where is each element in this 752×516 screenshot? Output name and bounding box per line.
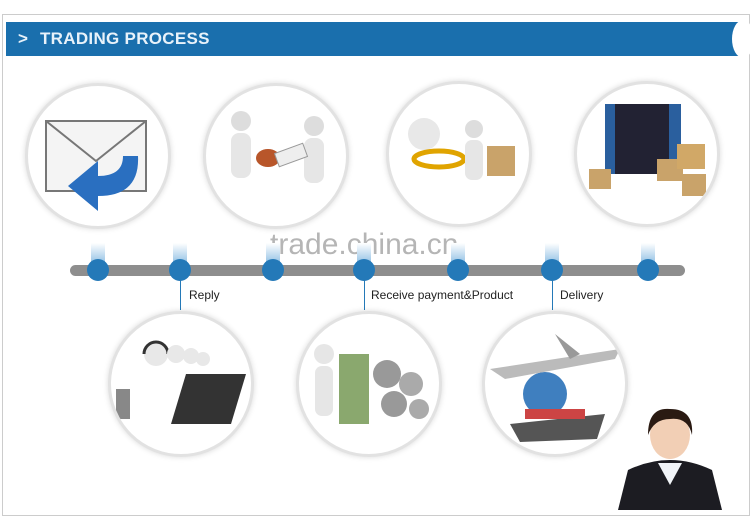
timeline-dot bbox=[353, 259, 375, 281]
timeline-bar bbox=[70, 265, 685, 276]
step-label-reply: Reply bbox=[189, 288, 220, 302]
section-header: > TRADING PROCESS bbox=[6, 20, 752, 58]
step-label-delivery: Delivery bbox=[560, 288, 604, 302]
timeline-dot bbox=[541, 259, 563, 281]
connector-line bbox=[364, 276, 365, 310]
connector-line bbox=[552, 276, 553, 310]
call-center-icon bbox=[108, 311, 254, 457]
handshake-contract-icon bbox=[203, 83, 349, 229]
timeline-dot bbox=[169, 259, 191, 281]
container-warehouse-icon bbox=[574, 81, 720, 227]
connector-line bbox=[180, 276, 181, 310]
air-sea-shipping-icon bbox=[482, 311, 628, 457]
timeline-dot bbox=[262, 259, 284, 281]
timeline-dot bbox=[447, 259, 469, 281]
timeline-dot bbox=[637, 259, 659, 281]
header-notch bbox=[732, 20, 752, 58]
envelope-reply-icon bbox=[25, 83, 171, 229]
customer-service-avatar bbox=[618, 405, 722, 510]
step-label-payment: Receive payment&Product bbox=[371, 288, 514, 302]
money-gears-icon bbox=[296, 311, 442, 457]
section-title: TRADING PROCESS bbox=[40, 29, 210, 48]
chevron-right-icon: > bbox=[18, 29, 28, 48]
inspection-cart-icon bbox=[386, 81, 532, 227]
timeline-dot bbox=[87, 259, 109, 281]
